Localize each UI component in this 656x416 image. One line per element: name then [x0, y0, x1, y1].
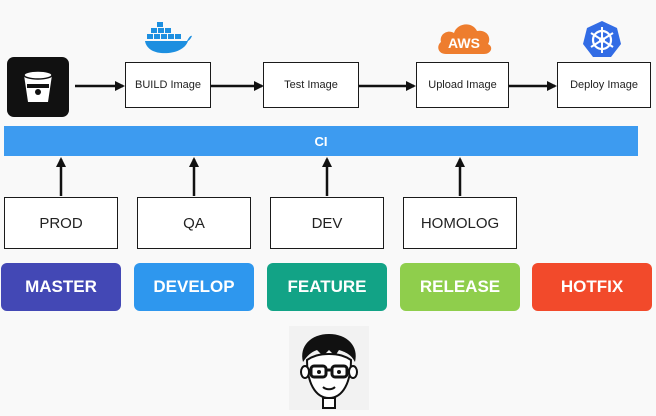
step-test-image: Test Image — [263, 62, 359, 108]
branch-master: MASTER — [1, 263, 121, 311]
aws-icon: AWS — [434, 17, 494, 57]
aws-logo-text: AWS — [448, 35, 480, 51]
kubernetes-icon — [582, 19, 622, 59]
step-deploy-image: Deploy Image — [557, 62, 651, 108]
developer-avatar — [289, 326, 369, 410]
branch-feature: FEATURE — [267, 263, 387, 311]
branch-release: RELEASE — [400, 263, 520, 311]
step-upload-image: Upload Image — [416, 62, 509, 108]
env-homolog: HOMOLOG — [403, 197, 517, 249]
env-prod: PROD — [4, 197, 118, 249]
bitbucket-icon — [7, 57, 69, 117]
ci-label: CI — [314, 133, 328, 149]
ci-bar: CI — [4, 126, 638, 156]
env-qa: QA — [137, 197, 251, 249]
env-dev: DEV — [270, 197, 384, 249]
branch-develop: DEVELOP — [134, 263, 254, 311]
docker-icon — [143, 20, 193, 56]
branch-hotfix: HOTFIX — [532, 263, 652, 311]
step-build-image: BUILD Image — [125, 62, 211, 108]
